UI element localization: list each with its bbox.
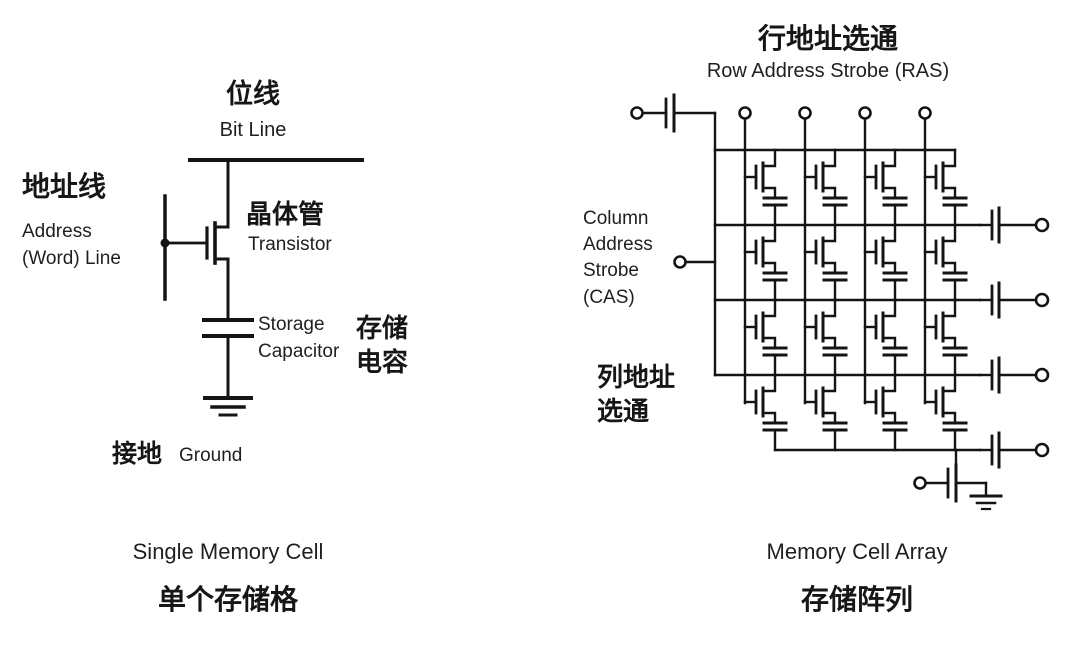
row-strobe-label-en: Row Address Strobe (RAS) bbox=[706, 60, 950, 82]
address-line-wire bbox=[160, 194, 209, 301]
storage-capacitor-label-zh: 存储 电容 bbox=[356, 313, 409, 378]
bottom-sense-transistor bbox=[913, 448, 988, 503]
memory-array-circuit bbox=[630, 93, 1050, 511]
transistor-label-zh: 晶体管 bbox=[246, 199, 325, 229]
row-output-transistors bbox=[978, 206, 1050, 469]
column-strobe-label-zh: 列地址 选通 bbox=[597, 362, 676, 427]
array-caption-en: Memory Cell Array bbox=[766, 539, 948, 564]
transistor-symbol bbox=[205, 158, 230, 322]
address-line-label-zh: 地址线 bbox=[22, 171, 107, 202]
ras-driver-transistor bbox=[630, 93, 717, 152]
ground-label-en: Ground bbox=[179, 445, 243, 466]
array-caption-zh: 存储阵列 bbox=[800, 584, 914, 615]
column-strobe-label-en: Column Address Strobe (CAS) bbox=[583, 208, 653, 308]
cas-input-terminal bbox=[673, 255, 717, 269]
storage-capacitor-label-en: Storage Capacitor bbox=[258, 314, 340, 362]
row-strobe-label-zh: 行地址选通 bbox=[757, 23, 899, 54]
capacitor-symbol bbox=[202, 318, 254, 400]
ground-label-zh: 接地 bbox=[112, 440, 163, 468]
transistor-label-en: Transistor bbox=[248, 234, 332, 255]
bit-lines bbox=[738, 106, 932, 405]
bit-line-label-zh: 位线 bbox=[226, 79, 280, 109]
single-cell-caption-en: Single Memory Cell bbox=[132, 539, 324, 564]
address-line-label-en: Address (Word) Line bbox=[22, 221, 121, 269]
ground-symbol bbox=[203, 396, 253, 417]
bit-line-label-en: Bit Line bbox=[219, 119, 287, 141]
array-ground-symbol bbox=[969, 494, 1003, 511]
single-cell-circuit bbox=[160, 158, 364, 417]
single-cell-caption-zh: 单个存储格 bbox=[157, 584, 299, 615]
